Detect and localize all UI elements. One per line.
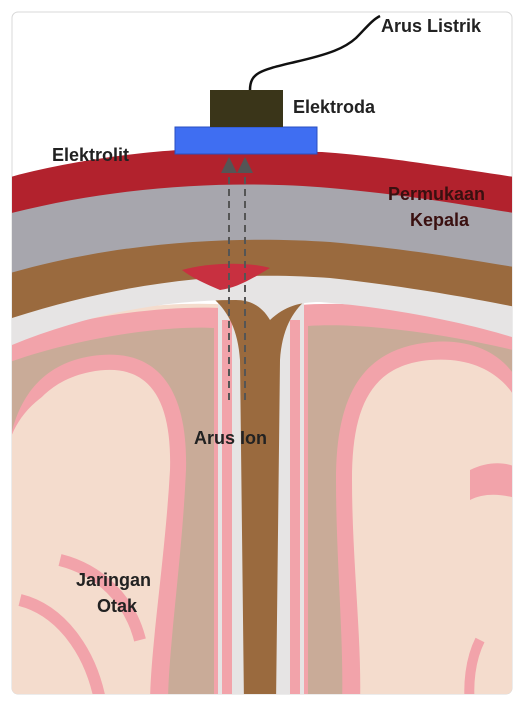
- label-brain-tissue-line2: Otak: [97, 596, 138, 616]
- label-electrolyte: Elektrolit: [52, 145, 129, 165]
- label-scalp-line2: Kepala: [410, 210, 470, 230]
- label-ion-current: Arus Ion: [194, 428, 267, 448]
- right-white-matter: [356, 374, 521, 705]
- sulcus-pink-edge-right: [290, 320, 300, 705]
- right-pink-inclusion: [470, 463, 521, 500]
- label-electric-current: Arus Listrik: [381, 16, 482, 36]
- electrode-block: [210, 90, 283, 127]
- label-scalp-line1: Permukaan: [388, 184, 485, 204]
- electrolyte-pad: [175, 127, 317, 154]
- label-electrode: Elektroda: [293, 97, 376, 117]
- sulcus-pink-edge-left: [222, 320, 232, 705]
- label-brain-tissue-line1: Jaringan: [76, 570, 151, 590]
